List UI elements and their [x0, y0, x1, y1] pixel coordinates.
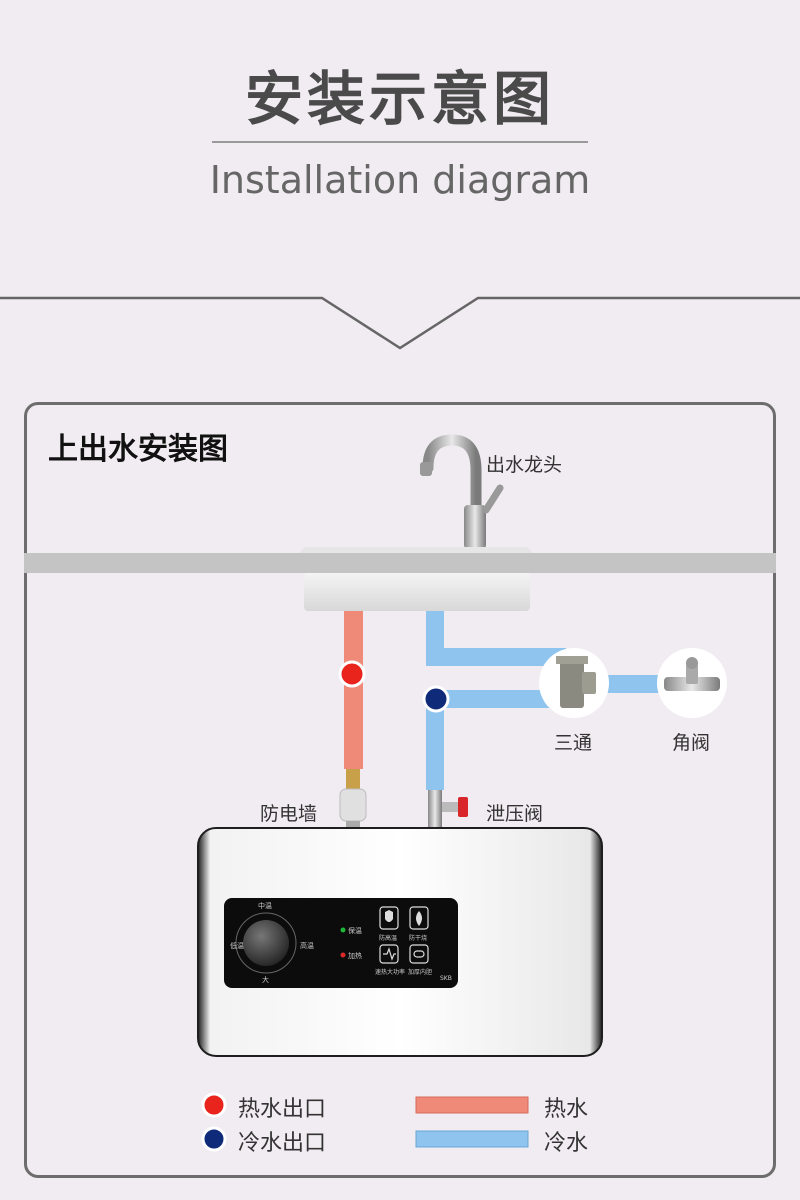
- legend-hot-bar: [415, 1096, 529, 1114]
- water-heater: [197, 827, 603, 1057]
- relief-valve-icon: [428, 790, 468, 830]
- anti-electric-wall-icon: [339, 769, 367, 831]
- anti-electric-wall-label: 防电墙: [260, 803, 318, 825]
- tank-icon: [409, 944, 429, 964]
- shield-icon: [379, 906, 399, 930]
- flame-icon: [409, 906, 429, 930]
- tee-fitting-icon: [539, 648, 609, 718]
- legend-cold-outlet: 冷水出口: [238, 1131, 327, 1156]
- model-label: SKB: [440, 975, 452, 982]
- hot-water-pipe: [344, 611, 363, 769]
- legend-hot-water: 热水: [544, 1097, 589, 1122]
- sink-basin: [300, 547, 532, 611]
- pulse-icon: [379, 944, 399, 964]
- relief-valve-label: 泄压阀: [486, 803, 544, 825]
- chevron-divider: [0, 296, 800, 350]
- panel-title: 上出水安装图: [48, 432, 228, 467]
- feature-anti-dry-burn: 防干烧: [409, 935, 428, 942]
- legend-hot-dot: [201, 1092, 227, 1118]
- legend-swatches: [201, 1092, 529, 1152]
- page-title: 安装示意图: [244, 65, 555, 133]
- tee-label: 三通: [554, 732, 593, 754]
- feature-thick-tank: 加厚内胆: [408, 969, 433, 976]
- dial-label-mid: 中温: [258, 902, 272, 910]
- control-panel: [224, 898, 458, 988]
- faucet-icon: [420, 434, 504, 549]
- faucet-label: 出水龙头: [486, 454, 563, 476]
- legend-hot-outlet: 热水出口: [238, 1097, 327, 1122]
- angle-valve-icon: [657, 648, 727, 718]
- feature-anti-overheat: 防高温: [379, 935, 398, 942]
- cold-outlet-dot: [422, 685, 450, 713]
- cold-water-pipe: [426, 611, 690, 790]
- dial-label-max: 大: [262, 976, 269, 984]
- indicator-heating: 加热: [348, 952, 362, 960]
- title-divider: [212, 141, 588, 143]
- angle-valve-label: 角阀: [672, 732, 711, 754]
- feature-fast-heat: 速热大功率: [375, 969, 406, 976]
- legend-cold-dot: [201, 1126, 227, 1152]
- hot-outlet-dot: [338, 660, 366, 688]
- legend-cold-bar: [415, 1130, 529, 1148]
- countertop: [24, 553, 776, 573]
- dial-label-low: 低温: [230, 942, 244, 950]
- indicator-keep-warm: 保温: [348, 927, 362, 935]
- temperature-knob[interactable]: [243, 920, 289, 966]
- legend-cold-water: 冷水: [544, 1131, 589, 1156]
- dial-label-high: 高温: [300, 942, 314, 950]
- page-subtitle: Installation diagram: [209, 158, 591, 202]
